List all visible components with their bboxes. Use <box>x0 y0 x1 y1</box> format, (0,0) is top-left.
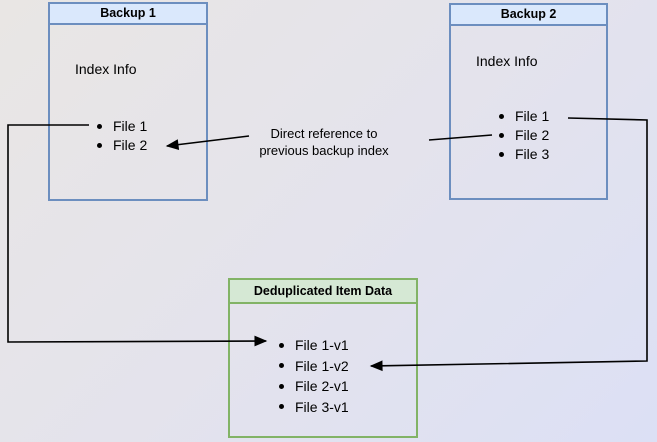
list-item: File 1-v1 <box>276 335 349 356</box>
list-item: File 1-v2 <box>276 356 349 377</box>
backup2-index-info-label: Index Info <box>476 53 538 69</box>
edge-annotation-line1: Direct reference to <box>270 126 378 141</box>
list-item: File 1 <box>94 117 147 136</box>
list-item: File 1 <box>496 107 549 126</box>
backup1-title: Backup 1 <box>50 4 206 25</box>
backup1-index-info-label: Index Info <box>75 61 137 77</box>
edge-annotation: Direct reference to previous backup inde… <box>234 125 414 159</box>
list-item: File 2-v1 <box>276 376 349 397</box>
backup2-box: Backup 2 <box>449 3 608 200</box>
list-item: File 2 <box>496 126 549 145</box>
list-item: File 3 <box>496 145 549 164</box>
backup1-box: Backup 1 <box>48 2 208 201</box>
dedup-title: Deduplicated Item Data <box>230 280 416 304</box>
backup2-title: Backup 2 <box>451 5 606 26</box>
list-item: File 3-v1 <box>276 397 349 418</box>
list-item: File 2 <box>94 136 147 155</box>
edge-annotation-line2: previous backup index <box>259 143 389 158</box>
